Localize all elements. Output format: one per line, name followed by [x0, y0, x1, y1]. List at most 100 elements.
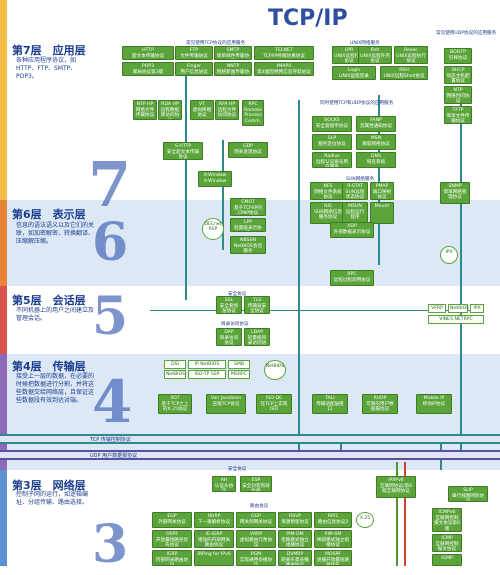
- box-rexec: Rexec UNIX远程执行协议: [394, 46, 428, 64]
- side-bar-7: [0, 0, 7, 200]
- connector-line: [460, 90, 462, 450]
- box-lpp: LPP 轻量级表示协议: [230, 218, 266, 232]
- box-rfa: RFA HP 远程文件访问协议: [215, 100, 239, 120]
- box-isode: ISO-DE 在TCP上实现ISO: [256, 394, 292, 414]
- tcp-stripe-label: TCP 传输控制协议: [90, 437, 131, 443]
- layer-6-desc: 信息的语法语义以及它们的关联，如加密解密、转换翻译、压缩解压缩。: [16, 222, 95, 245]
- box-fanp: FANP 流属性通知协议: [356, 116, 396, 132]
- box-pgm: PGM 实际通用多播协议: [236, 550, 276, 566]
- box-rpc-proc: RPC Remote Process Comm.: [242, 100, 264, 126]
- box-gdp: GDP 网关发现协议: [228, 142, 268, 158]
- box-dvmrp: DVMRP 距离矢量多播路由协议: [278, 550, 312, 566]
- layer-5-numeral: 5: [92, 286, 129, 347]
- box-pimsm: PIM-SM 稀疏模式独立组播协议: [314, 530, 352, 548]
- header-security-3: 安全协议: [228, 467, 247, 472]
- box-nntp: NNTP 网络新闻传输协议: [214, 62, 252, 76]
- box-icmpv6: ICMPv6 互联网控制报文协议第6版: [432, 508, 462, 532]
- layer-7-title: 第7层 应用层: [12, 44, 86, 57]
- circle-netbios: NetBIOS: [264, 360, 286, 380]
- layer-4-title: 第4层 传输层: [12, 360, 86, 373]
- box-ipv4: IP/IPv6 互联网协议/第6版互联网协议: [376, 476, 416, 498]
- header-tcp-apps: 常见使用TCP协议的应用服务: [186, 41, 246, 46]
- wbox-netbios: NetBIOS: [164, 370, 186, 379]
- layer-4-desc: 接受上一层的数据，在必要的时候把数据进行分割，并将这些数据交给网络层，且保证这些…: [16, 373, 95, 404]
- wbox-netbios-2: NetBIOS: [448, 304, 470, 313]
- header-tcp-udp-apps: 同时使用TCP和UDP协议的应用服务: [320, 101, 394, 106]
- box-smtp: SMTP 简单邮件传输协议: [214, 46, 252, 60]
- layer-5-title: 第5层 会话层: [12, 294, 86, 307]
- box-bootp: BOOTP 引导协议: [444, 48, 472, 64]
- header-udp-apps: 常见使用UDP协议的应用服务: [436, 31, 497, 36]
- box-vanjacobson: Van Jacobson 压缩TCP协议: [206, 394, 246, 414]
- udp-stripe: UDP 用户数据报协议: [0, 450, 500, 460]
- header-security: 安全协议: [228, 292, 247, 297]
- header-unix-apps: UNIX网络服务: [350, 41, 380, 46]
- header-sun-apps: SUN网络服务: [346, 177, 375, 182]
- diagram-title: TCP/IP: [268, 6, 348, 31]
- tcp-stripe: TCP 传输控制协议: [0, 434, 500, 444]
- connector-line: [222, 140, 224, 250]
- box-rdahp: RDA HP 远程数据库访问协议: [158, 100, 182, 120]
- box-ah: AH 认证头协议: [212, 476, 236, 492]
- box-xwindow: X-Window X-Window: [198, 171, 232, 187]
- box-tali: TALI 传输适配层接口: [312, 394, 348, 414]
- box-mobileip: Mobile IP 移动IP协议: [416, 394, 452, 414]
- connector-line: [378, 95, 380, 265]
- wbox-iso-tp: ISO-TP SSP: [188, 370, 226, 379]
- box-finger: Finger 用户信息协议: [175, 62, 213, 76]
- box-cmot: CMOT 基于TCP/IP的CMIP协议: [230, 198, 266, 216]
- box-rsh2: RSH UNIX远程Shell协议: [380, 66, 428, 80]
- box-slip: SLIP 串行线路网际协议: [448, 486, 488, 502]
- box-vrrp: VRRP 虚拟路由冗余协议: [236, 530, 276, 548]
- wbox-dsi: DSI: [164, 360, 186, 369]
- box-igmp: IGMP: [432, 554, 462, 566]
- box-xdp: XDP 外部数据表示协议: [330, 222, 374, 238]
- circle-decnet: DECnet RSP: [202, 218, 224, 240]
- wbox-vfrp: VFRP: [428, 304, 446, 313]
- box-rudp: RUDP 可靠的用户数据报协议: [362, 394, 398, 414]
- circle-x25: X.25: [356, 512, 374, 528]
- box-nbssn: NBSSN NetBIOS会话服务: [230, 236, 266, 254]
- box-vt: VT 虚拟终端协议: [190, 100, 214, 120]
- box-icmp: ICMP 互联网控制报文协议: [432, 534, 462, 552]
- wbox-ip-netbios: IP NetBIOS: [188, 360, 226, 369]
- box-ggp: GGP 网关到网关协议: [236, 512, 276, 528]
- connector-line: [185, 64, 187, 300]
- box-shttp: S-HTTP 安全超文本传输协议: [163, 142, 203, 160]
- side-bar-4: [0, 354, 7, 470]
- box-login: Login UNIX远程登录: [332, 66, 376, 80]
- box-rsvp: RSVP 资源预留协议: [278, 512, 312, 528]
- layer-3-numeral: 3: [92, 514, 129, 575]
- box-http: HTTP 超文本传输协议: [122, 46, 174, 60]
- box-rsh: Rsh UNIX远程外壳协议: [358, 46, 392, 64]
- box-rstat: R-STAT SUN远程状态协议: [342, 182, 368, 200]
- connector-line: [298, 100, 300, 460]
- box-tls: TLS 传输层安全协议: [244, 296, 270, 314]
- box-hhrp: HHRP 下一跳解析协议: [194, 512, 234, 528]
- box-rip2: RIP2 路由信息协议2: [314, 512, 352, 528]
- layer-3-desc: 控制子网的运行，如逻辑编址、分组传输、路由选择。: [16, 491, 89, 506]
- box-ntp: NTP 网络时间协议: [444, 86, 472, 104]
- wbox-msrpc: MSRPC: [228, 370, 250, 379]
- box-snmp: SNMP 简单网络管理协议: [440, 182, 470, 204]
- layer-5-desc: 不同机器上的用户之间建立及管理会话。: [16, 307, 95, 322]
- layer-3-title: 第3层 网络层: [12, 479, 86, 492]
- box-dhcp: DHCP 动态主机配置协议: [444, 66, 472, 84]
- box-dap: DAP 目录访问协议: [216, 328, 242, 346]
- side-bar-6: [0, 200, 7, 286]
- box-msn: MSN 微软网络协议: [356, 134, 396, 150]
- box-telnet: TELNET TCP/IP终端仿真协议: [254, 46, 314, 60]
- box-lpr: LPR UNIX远程打印协议: [332, 46, 366, 64]
- box-mount: Mount: [370, 202, 394, 224]
- box-msun: MSUN 远程运行程序: [342, 202, 368, 224]
- box-slp: SLP 服务定位协议: [312, 134, 352, 150]
- box-irping: IRPing for IPv6: [194, 550, 234, 566]
- wbox-vines: VINES NETRPC: [428, 315, 484, 324]
- wbox-smb: SMB: [228, 360, 250, 369]
- layer-7-numeral: 7: [88, 148, 132, 221]
- box-ntphp: NTP HP 网络文件传输协议: [133, 100, 157, 120]
- box-socks: SOCKS 安全套接字协议: [312, 116, 352, 132]
- box-tftp: TFTP 简单文件传输协议: [444, 106, 472, 124]
- header-routing: 路由协议: [250, 504, 269, 509]
- connector-line-green: [396, 462, 398, 566]
